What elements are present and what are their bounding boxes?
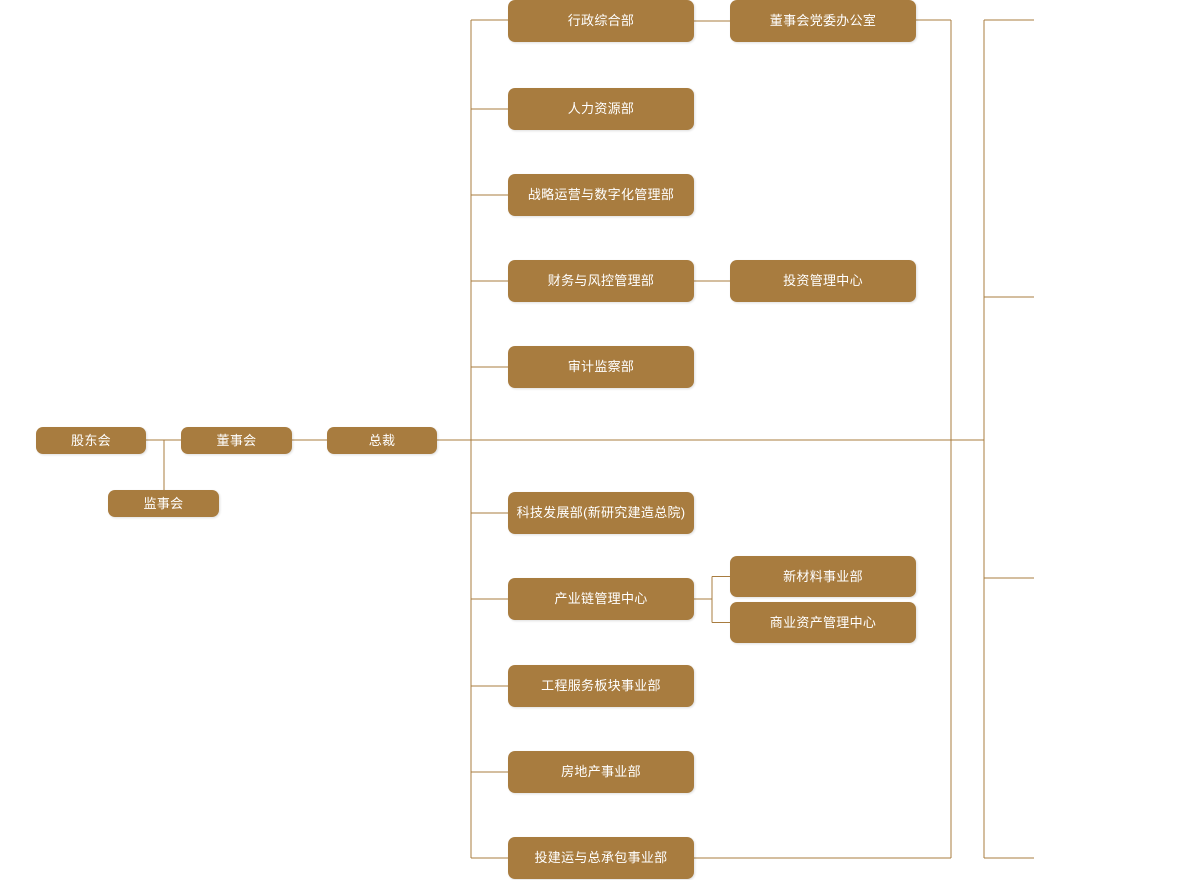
- org-node-label: 监事会: [143, 495, 184, 511]
- org-node-board-party-office[interactable]: 董事会党委办公室: [730, 0, 916, 42]
- org-node-investment-center[interactable]: 投资管理中心: [730, 260, 916, 302]
- org-node-supplychain-center[interactable]: 产业链管理中心: [508, 578, 694, 620]
- org-node-label: 战略运营与数字化管理部: [527, 187, 675, 203]
- org-node-realestate-div[interactable]: 房地产事业部: [508, 751, 694, 793]
- org-node-label: 房地产事业部: [561, 764, 641, 780]
- org-node-hr-dept[interactable]: 人力资源部: [508, 88, 694, 130]
- org-node-label: 人力资源部: [567, 101, 635, 117]
- org-node-label: 工程服务板块事业部: [541, 678, 661, 694]
- org-node-label: 董事会党委办公室: [769, 13, 877, 29]
- org-node-label: 新材料事业部: [783, 568, 863, 584]
- org-node-strategy-dept[interactable]: 战略运营与数字化管理部: [508, 174, 694, 216]
- org-node-board[interactable]: 董事会: [181, 427, 292, 454]
- org-node-audit-dept[interactable]: 审计监察部: [508, 346, 694, 388]
- org-node-label: 投建运与总承包事业部: [534, 850, 668, 866]
- org-node-engineering-div[interactable]: 工程服务板块事业部: [508, 665, 694, 707]
- org-node-epc-div[interactable]: 投建运与总承包事业部: [508, 837, 694, 879]
- org-node-label: 科技发展部(新研究建造总院): [516, 505, 686, 521]
- org-node-president[interactable]: 总裁: [327, 427, 437, 454]
- org-node-shareholders[interactable]: 股东会: [36, 427, 146, 454]
- org-node-newmaterial-div[interactable]: 新材料事业部: [730, 556, 916, 597]
- org-node-label: 商业资产管理中心: [769, 614, 877, 630]
- org-node-label: 董事会: [216, 432, 257, 448]
- org-node-tech-dept[interactable]: 科技发展部(新研究建造总院): [508, 492, 694, 534]
- org-node-label: 投资管理中心: [783, 273, 863, 289]
- org-node-label: 审计监察部: [567, 359, 635, 375]
- org-node-admin-dept[interactable]: 行政综合部: [508, 0, 694, 42]
- org-node-label: 行政综合部: [567, 13, 635, 29]
- org-node-label: 股东会: [71, 432, 111, 448]
- org-node-label: 财务与风控管理部: [547, 273, 655, 289]
- org-node-supervisors[interactable]: 监事会: [108, 490, 219, 517]
- org-node-commercial-center[interactable]: 商业资产管理中心: [730, 602, 916, 643]
- org-node-label: 产业链管理中心: [554, 591, 648, 607]
- org-node-label: 总裁: [368, 432, 396, 448]
- org-node-finance-dept[interactable]: 财务与风控管理部: [508, 260, 694, 302]
